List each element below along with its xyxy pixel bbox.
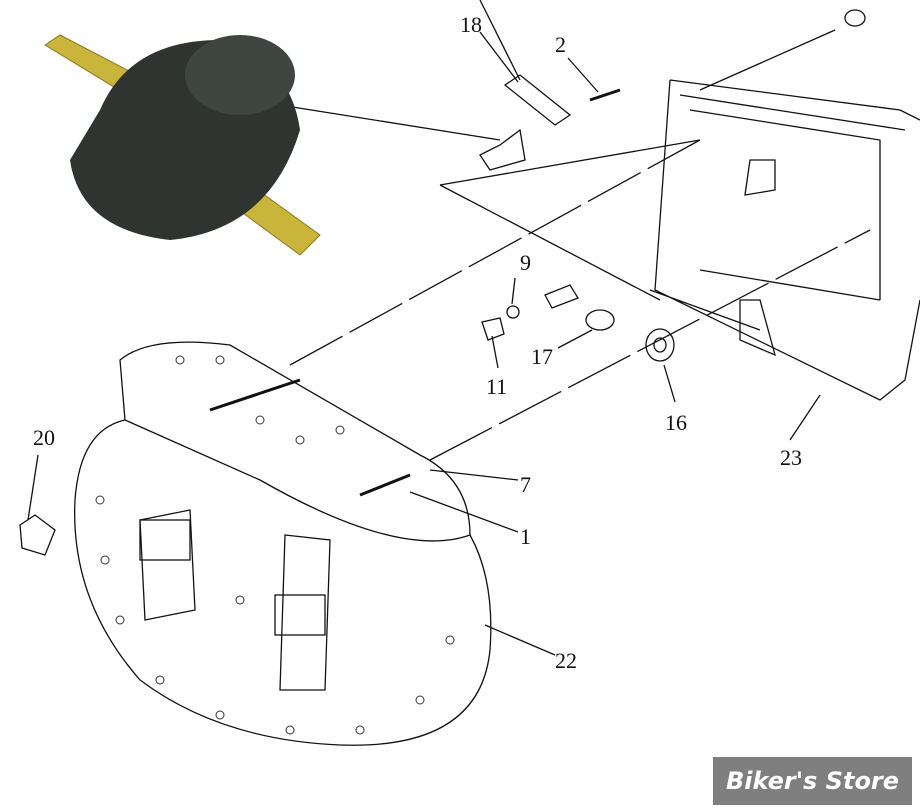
clip-18 — [503, 74, 572, 126]
leader-line — [479, 0, 521, 81]
bag-lid — [119, 341, 471, 542]
callout-17: 17 — [531, 344, 553, 369]
leader-line — [567, 57, 599, 93]
leader-line — [484, 624, 556, 656]
o-ring-17 — [585, 309, 615, 331]
leader-line — [439, 184, 661, 301]
clip-20 — [19, 514, 56, 556]
callout-22: 22 — [555, 648, 577, 673]
leader-line — [439, 139, 701, 186]
leader-line — [289, 139, 701, 366]
callout-16: 16 — [665, 410, 687, 435]
rubber-mount-photo — [44, 34, 321, 256]
buckle — [139, 519, 191, 561]
bracket-tab — [744, 159, 776, 196]
nut-11 — [481, 317, 505, 341]
leader-line — [557, 329, 593, 349]
leader-line — [699, 29, 836, 91]
washer-9 — [506, 305, 520, 319]
leader-line — [409, 491, 519, 533]
bolt-1 — [209, 378, 301, 412]
grommet-16 — [645, 328, 675, 362]
callout-18: 18 — [460, 12, 482, 37]
callout-23: 23 — [780, 445, 802, 470]
bag-strap — [279, 534, 331, 691]
callout-2: 2 — [555, 32, 566, 57]
washer-top — [844, 9, 866, 27]
callout-1: 1 — [520, 524, 531, 549]
bag-strap — [139, 509, 196, 621]
leader-line — [27, 454, 39, 521]
callout-20: 20 — [33, 425, 55, 450]
buckle — [274, 594, 326, 636]
leader-line — [789, 394, 821, 441]
spacer — [544, 284, 579, 309]
leader-line — [511, 277, 516, 305]
bag-body — [74, 419, 492, 746]
leader-line — [429, 229, 871, 461]
screw-2 — [589, 88, 621, 102]
bracket-tab — [739, 299, 776, 357]
callout-9: 9 — [520, 250, 531, 275]
mount-stud — [479, 128, 526, 171]
leader-line — [429, 469, 519, 481]
leader-line — [491, 335, 499, 369]
leader-line — [663, 364, 676, 403]
watermark-logo: Biker's Store — [713, 757, 912, 805]
leader-line — [279, 104, 501, 141]
leader-line — [479, 31, 519, 83]
bracket-frame — [649, 79, 920, 401]
grommet-16-hole — [653, 337, 667, 353]
bolt-1 — [359, 473, 411, 497]
callout-7: 7 — [520, 472, 531, 497]
callout-11: 11 — [486, 374, 508, 399]
